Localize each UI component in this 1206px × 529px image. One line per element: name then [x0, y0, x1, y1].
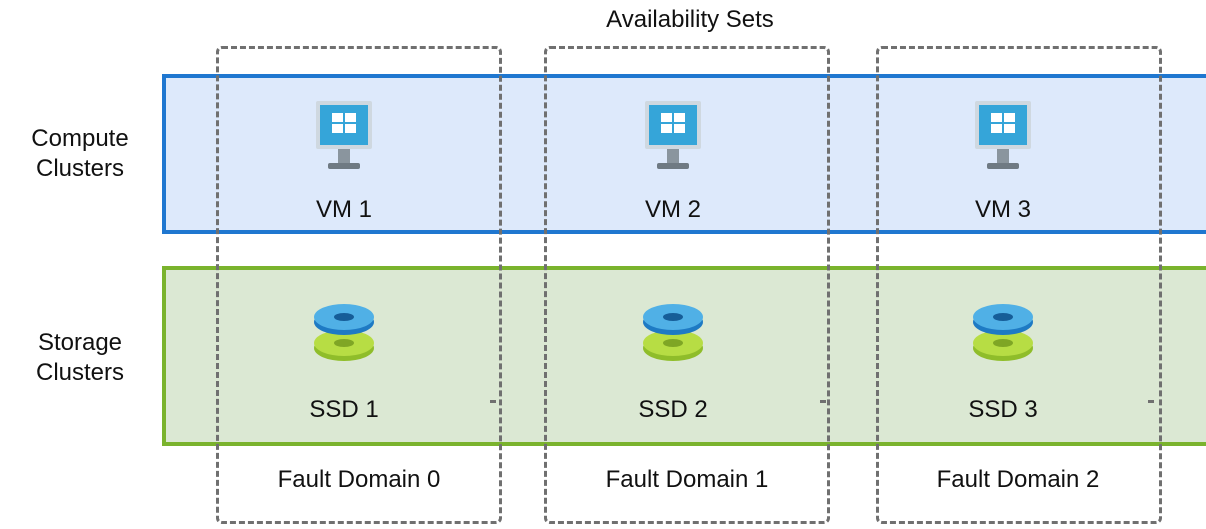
disk-stack-icon	[643, 304, 703, 361]
dash-tick-1	[820, 400, 826, 403]
compute-clusters-text: Compute Clusters	[31, 125, 129, 182]
vm-label-2: VM 2	[644, 196, 701, 223]
windows-monitor-icon	[316, 101, 372, 169]
dash-tick-2	[1148, 400, 1154, 403]
ssd-label-1: SSD 1	[309, 396, 379, 423]
ssd-label-3: SSD 3	[968, 396, 1038, 423]
disk-stack-icon	[973, 304, 1033, 361]
storage-clusters-label: Storage Clusters	[0, 328, 160, 388]
fault-domain-label-2: Fault Domain 2	[936, 466, 1100, 493]
compute-clusters-label: Compute Clusters	[0, 124, 160, 184]
ssd-label-2: SSD 2	[638, 396, 708, 423]
vm-label-1: VM 1	[315, 196, 372, 223]
dash-tick-0	[490, 400, 496, 403]
windows-monitor-icon	[645, 101, 701, 169]
disk-stack-icon	[314, 304, 374, 361]
fault-domain-label-1: Fault Domain 1	[605, 466, 769, 493]
storage-clusters-text: Storage Clusters	[35, 329, 125, 386]
windows-monitor-icon	[975, 101, 1031, 169]
vm-label-3: VM 3	[974, 196, 1031, 223]
availability-sets-title: Availability Sets	[606, 6, 774, 33]
compute-cluster-band	[162, 74, 1206, 234]
fault-domain-label-0: Fault Domain 0	[277, 466, 441, 493]
